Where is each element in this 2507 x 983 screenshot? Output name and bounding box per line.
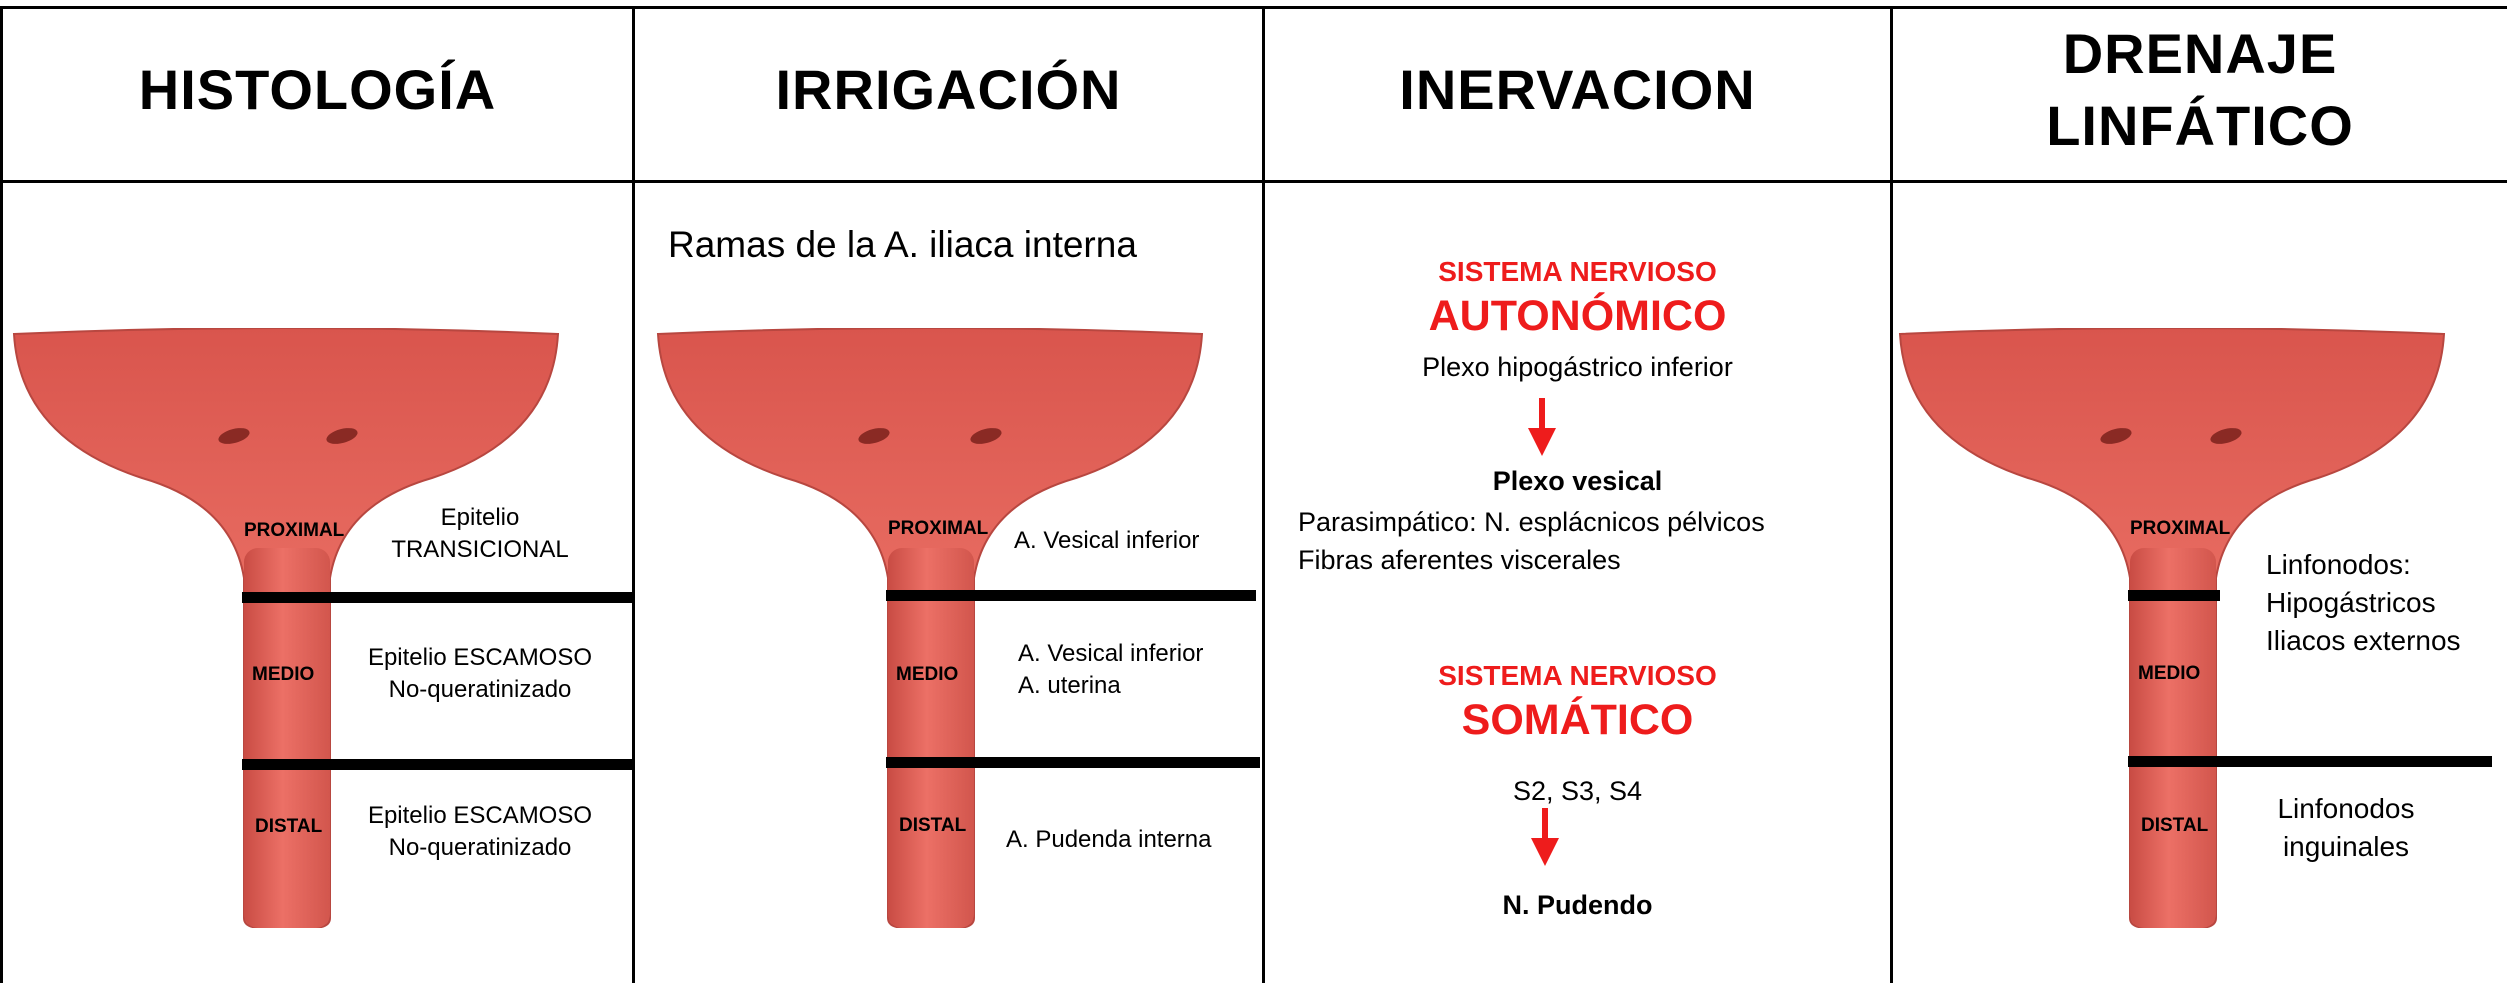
irrigacion-proximal-text: A. Vesical inferior xyxy=(1014,527,1200,554)
segment-label-medio-drenaje: MEDIO xyxy=(2138,663,2201,684)
somatico-source: S2, S3, S4 xyxy=(1512,776,1643,806)
header-divider xyxy=(0,180,2507,183)
irrigacion-intro: Ramas de la A. iliaca interna xyxy=(668,224,1137,265)
somatico-label: SISTEMA NERVIOSO xyxy=(1438,660,1717,691)
segment-label-distal-drenaje: DISTAL xyxy=(2141,815,2209,836)
divider-medio-distal xyxy=(242,759,632,770)
segment-label-distal-irrigacion: DISTAL xyxy=(899,815,967,836)
autonomico-label: SISTEMA NERVIOSO xyxy=(1438,256,1717,287)
segment-label-medio-irrigacion: MEDIO xyxy=(896,664,959,685)
table-left-border xyxy=(0,6,3,983)
divider-proximal-medio-irrigacion xyxy=(886,590,1256,601)
table-top-border xyxy=(0,6,2507,9)
header-irrigacion: IRRIGACIÓN xyxy=(775,58,1122,121)
divider-medio-distal-drenaje xyxy=(2128,756,2492,767)
column-divider-1 xyxy=(632,6,635,983)
column-divider-2 xyxy=(1262,6,1265,983)
header-histologia: HISTOLOGÍA xyxy=(138,58,497,121)
somatico-target: N. Pudendo xyxy=(1502,890,1653,920)
segment-label-proximal-irrigacion: PROXIMAL xyxy=(888,518,989,539)
urethra-illustration-drenaje xyxy=(1898,328,2446,928)
divider-medio-distal-irrigacion xyxy=(886,757,1260,768)
segment-label-medio: MEDIO xyxy=(252,664,315,685)
somatico-title: SOMÁTICO xyxy=(1461,696,1694,744)
arrow-down-icon xyxy=(1531,808,1559,866)
autonomico-target: Plexo vesical xyxy=(1492,466,1663,496)
divider-proximal-medio-drenaje xyxy=(2128,590,2220,601)
irrigacion-distal-text: A. Pudenda interna xyxy=(1006,826,1212,853)
header-inervacion: INERVACION xyxy=(1399,58,1756,121)
segment-label-distal: DISTAL xyxy=(255,816,323,837)
column-divider-3 xyxy=(1890,6,1893,983)
urethra-illustration-histologia xyxy=(12,328,560,928)
autonomico-source: Plexo hipogástrico inferior xyxy=(1422,352,1733,382)
urethra-illustration-irrigacion xyxy=(656,328,1204,928)
arrow-down-icon xyxy=(1528,398,1556,456)
segment-label-proximal: PROXIMAL xyxy=(244,520,345,541)
divider-proximal-medio xyxy=(242,592,632,603)
autonomico-title: AUTONÓMICO xyxy=(1428,292,1727,340)
segment-label-proximal-drenaje: PROXIMAL xyxy=(2130,518,2231,539)
